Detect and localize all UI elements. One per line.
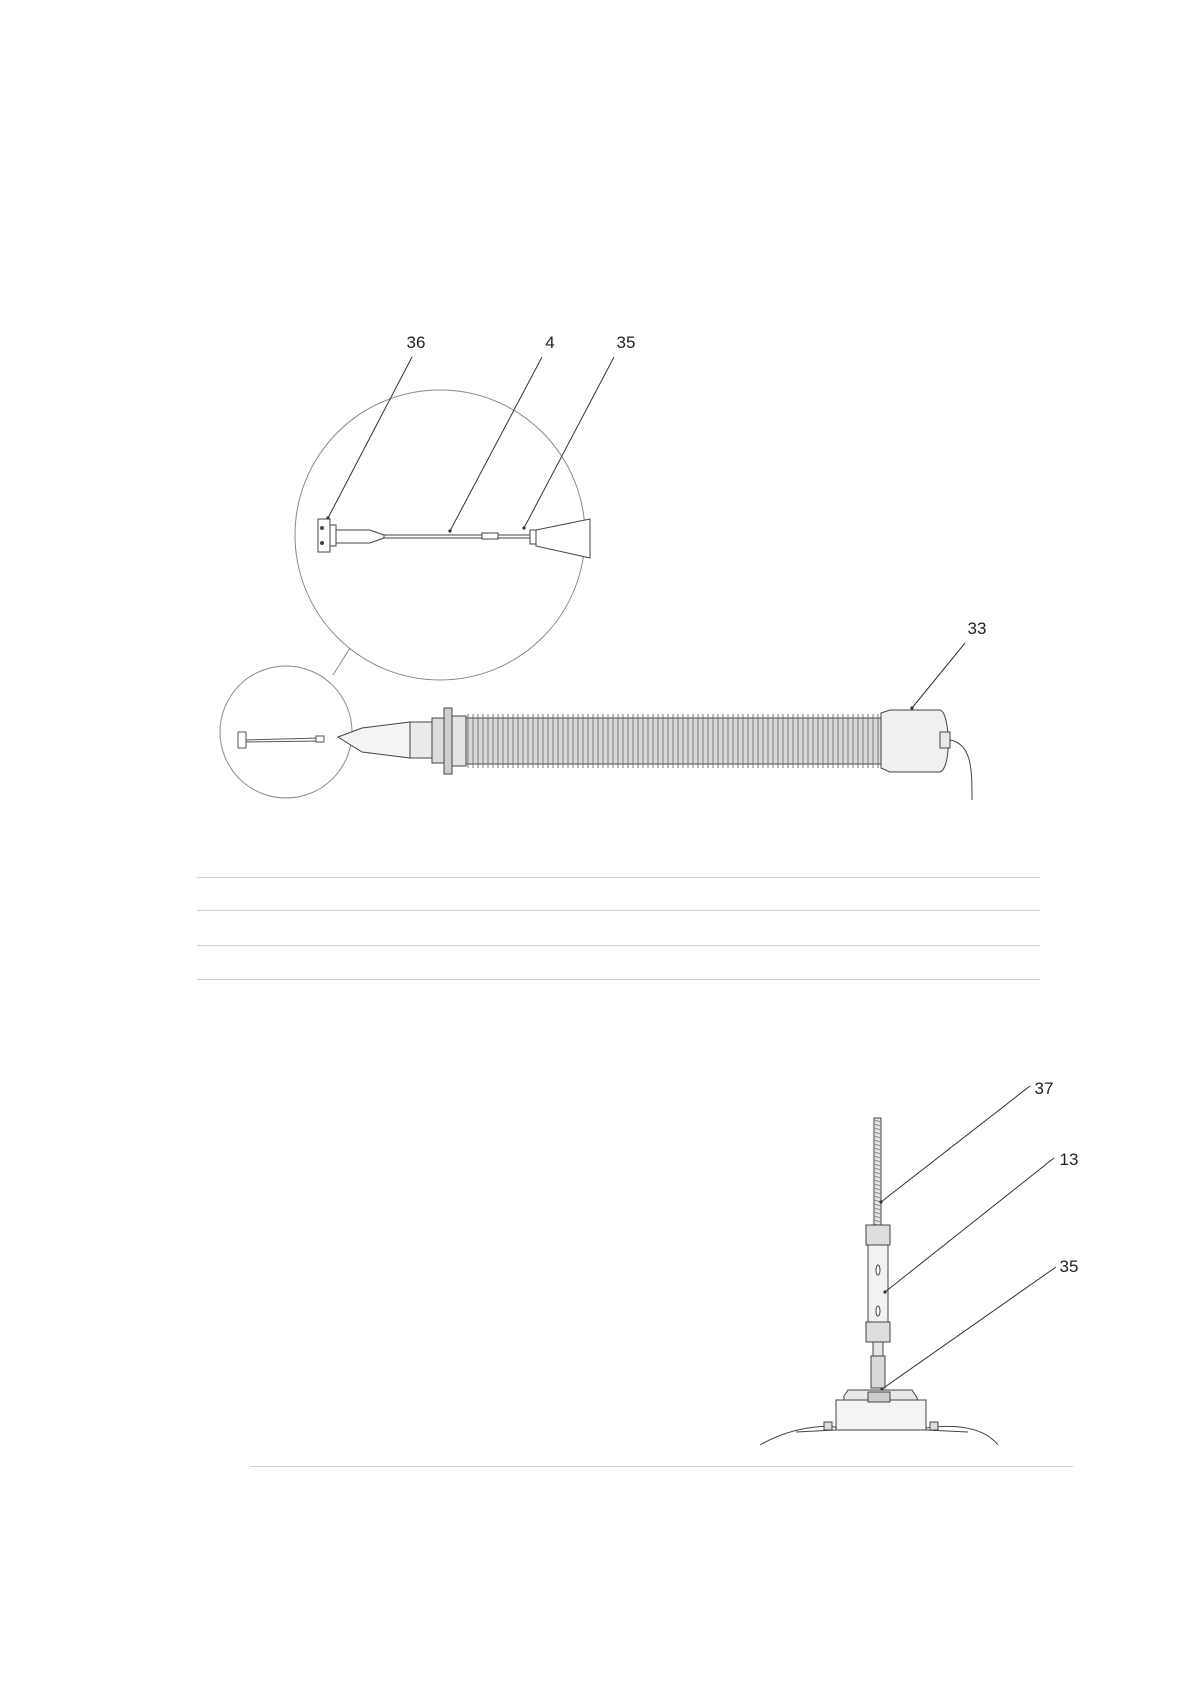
- table-rule-2: [197, 910, 1040, 911]
- leader-33: [912, 643, 965, 708]
- callout-35: 35: [617, 333, 636, 352]
- leader-13: [885, 1158, 1054, 1292]
- table-rule-3: [197, 945, 1040, 946]
- bushing-body: [338, 708, 881, 774]
- leader-4: [450, 357, 542, 531]
- callout-35b: 35: [1060, 1257, 1079, 1276]
- source-rod-assembly: [238, 732, 324, 748]
- detail-rod-assembly: [318, 519, 590, 558]
- table-rule-1: [197, 877, 1040, 878]
- callout-36: 36: [407, 333, 426, 352]
- leader-36: [328, 357, 412, 518]
- leader-35: [524, 357, 614, 528]
- detail-connector-line: [333, 648, 350, 675]
- bushing-top-cap: [881, 710, 972, 800]
- leader-37: [881, 1086, 1030, 1202]
- callout-13: 13: [1060, 1150, 1079, 1169]
- bushing-assembly-figure: 36 4 35 33: [0, 0, 1190, 840]
- rod-tool-figure: 37 13 35: [740, 1070, 1100, 1460]
- table-rule-4: [197, 979, 1040, 980]
- callout-33: 33: [968, 619, 987, 638]
- leader-35b: [882, 1267, 1056, 1389]
- callout-4: 4: [545, 333, 554, 352]
- footer-rule: [250, 1466, 1073, 1467]
- callout-37: 37: [1035, 1079, 1054, 1098]
